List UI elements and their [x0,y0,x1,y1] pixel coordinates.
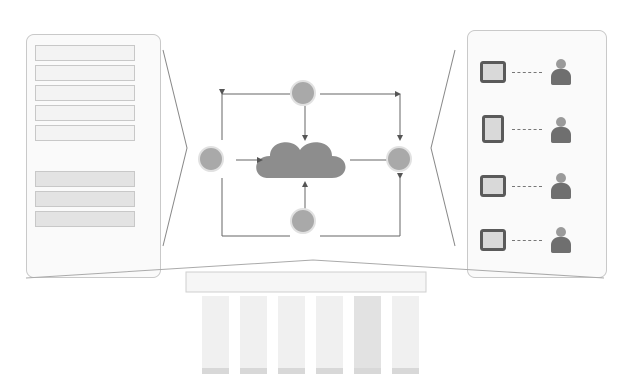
pillar-2 [240,296,267,374]
left-bracket [162,49,188,247]
source-item-5 [35,125,135,141]
person-icon-2 [548,117,574,145]
monitor-icon-3 [480,229,506,251]
caption-text [4,0,564,12]
monitor-item-3 [35,211,135,227]
roof-shape [25,259,605,293]
source-item-4 [35,105,135,121]
source-item-2 [35,65,135,81]
person-icon-1 [548,59,574,87]
top-node-icon [290,80,316,106]
right-bracket [430,49,456,247]
source-item-1 [35,45,135,61]
bottom-node-icon [290,208,316,234]
link-line-2 [512,129,542,130]
pillar-5 [354,296,381,374]
pillar-6 [392,296,419,374]
monitor-item-2 [35,191,135,207]
left-node-icon [198,146,224,172]
phone-icon [482,115,504,143]
pillar-1 [202,296,229,374]
right-node-icon [386,146,412,172]
data-source-panel [26,34,161,278]
link-line-4 [512,240,542,241]
person-icon-3 [548,173,574,201]
link-line-1 [512,72,542,73]
flow-diagram [219,89,403,237]
user-panel [467,30,607,278]
source-item-3 [35,85,135,101]
monitor-item-1 [35,171,135,187]
monitor-icon-1 [480,61,506,83]
link-line-3 [512,186,542,187]
monitor-icon-2 [480,175,506,197]
pillar-3 [278,296,305,374]
person-icon-4 [548,227,574,255]
pillar-4 [316,296,343,374]
